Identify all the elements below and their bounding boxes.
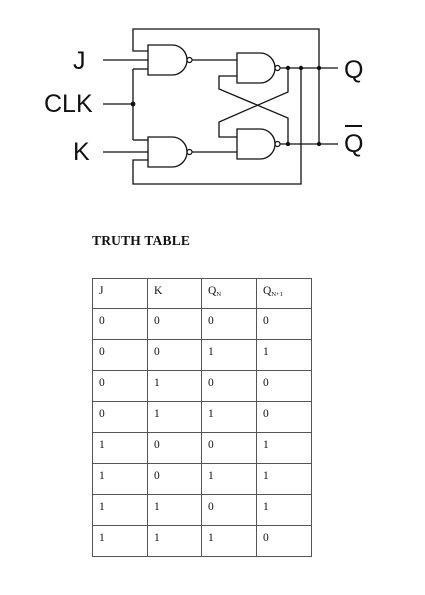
table-cell: 1 (201, 525, 257, 557)
table-cell: 0 (92, 339, 148, 371)
q-junction-latch (285, 65, 291, 71)
table-cell: 1 (201, 339, 257, 371)
clk-junction (130, 101, 136, 107)
upper-input-nand-bubble (186, 56, 193, 64)
table-cell: 0 (201, 494, 257, 526)
q-bar-junction-latch (285, 141, 291, 147)
upper-latch-nand-gate (236, 52, 276, 84)
table-cell: 1 (92, 463, 148, 495)
table-cell: 0 (201, 432, 257, 464)
upper-latch-nand-bubble (274, 64, 281, 72)
q-junction-feedback (298, 65, 304, 71)
truth-table-heading: TRUTH TABLE (92, 233, 191, 248)
table-cell: 1 (147, 525, 202, 557)
table-cell: 0 (201, 370, 257, 402)
table-cell: 0 (92, 401, 148, 433)
latch-cross-wire-1 (218, 68, 289, 138)
table-cell: 0 (147, 339, 202, 371)
table-cell: 0 (92, 370, 148, 402)
header-k: K (147, 278, 202, 309)
table-cell: 0 (256, 401, 312, 433)
truth-table-header-row: J K QN QN+1 (92, 278, 312, 309)
table-cell: 0 (147, 432, 202, 464)
table-cell: 1 (92, 525, 148, 557)
table-cell: 1 (256, 339, 312, 371)
table-cell: 0 (256, 525, 312, 557)
header-j: J (92, 278, 148, 309)
table-cell: 1 (201, 463, 257, 495)
table-cell: 1 (147, 494, 202, 526)
table-cell: 1 (147, 401, 202, 433)
upper-input-nand-gate (147, 44, 188, 76)
q-output-label: Q (344, 56, 363, 84)
k-input-label: K (73, 138, 90, 166)
q-feedback-wire (132, 68, 302, 185)
table-cell: 1 (256, 494, 312, 526)
latch-cross-wire-2 (218, 75, 289, 144)
clk-input-label: CLK (44, 90, 93, 118)
j-input-label: J (73, 47, 86, 75)
table-cell: 1 (256, 432, 312, 464)
table-cell: 0 (92, 308, 148, 340)
table-cell: 1 (147, 370, 202, 402)
table-cell: 0 (256, 370, 312, 402)
table-cell: 1 (92, 494, 148, 526)
table-cell: 0 (147, 308, 202, 340)
table-cell: 1 (256, 463, 312, 495)
table-cell: 0 (201, 308, 257, 340)
header-qn-plus-1: QN+1 (256, 278, 312, 309)
table-cell: 0 (147, 463, 202, 495)
jk-flip-flop-circuit: J CLK K Q Q (44, 28, 363, 185)
lower-input-nand-bubble (186, 148, 193, 156)
table-cell: 0 (256, 308, 312, 340)
lower-input-nand-gate (147, 136, 188, 168)
q-bar-junction-feedback (316, 141, 322, 147)
q-output-junction (316, 65, 322, 71)
lower-latch-nand-gate (236, 128, 276, 160)
q-bar-output-label: Q (344, 130, 363, 158)
table-cell: 1 (201, 401, 257, 433)
lower-latch-nand-bubble (274, 140, 281, 148)
table-cell: 1 (92, 432, 148, 464)
header-qn: QN (201, 278, 257, 309)
